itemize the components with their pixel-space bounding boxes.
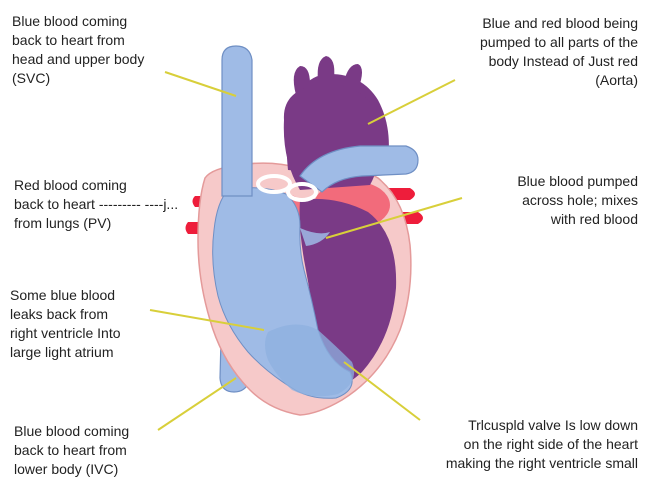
pv-label: Red blood coming back to heart ---------…	[14, 176, 178, 233]
ivc-label: Blue blood coming back to heart from low…	[14, 422, 129, 479]
svc-label: Blue blood coming back to heart from hea…	[12, 12, 144, 88]
leader-aorta	[368, 80, 455, 124]
tricuspid-label: Trlcuspld valve Is low down on the right…	[446, 416, 638, 473]
aorta-label: Blue and red blood being pumped to all p…	[480, 14, 638, 90]
leader-ivc	[158, 378, 236, 430]
leak-label: Some blue blood leaks back from right ve…	[10, 286, 121, 362]
aorta-branch-2	[318, 56, 335, 80]
hole-label: Blue blood pumped across hole; mixes wit…	[517, 172, 638, 229]
superior-vena-cava	[222, 46, 252, 196]
